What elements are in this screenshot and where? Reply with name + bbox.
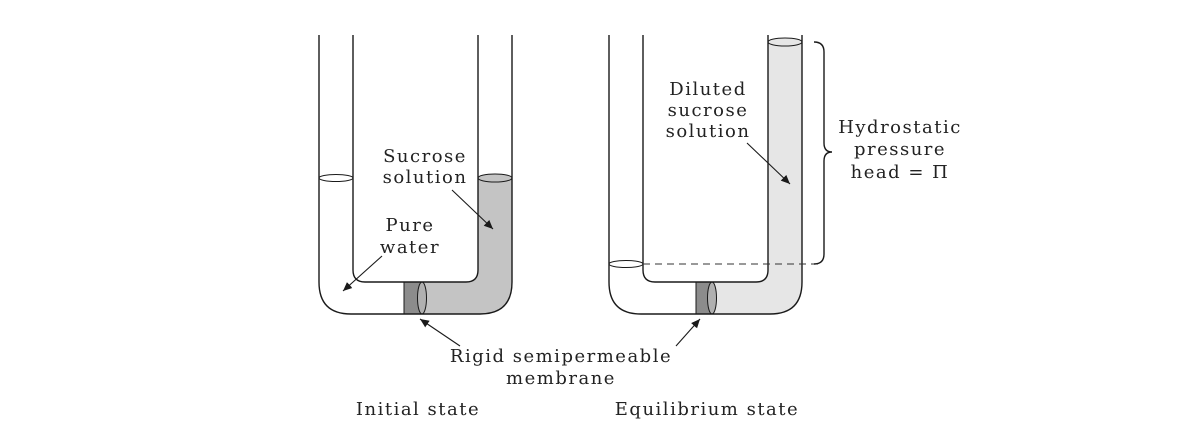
pure-water-label-line1: Pure — [386, 215, 435, 236]
u-tube-outer-wall-equilibrium — [608, 35, 803, 315]
hydrostatic-label-line2: pressure — [854, 139, 946, 160]
hydrostatic-label-line1: Hydrostatic — [838, 117, 962, 138]
sucrose-solution-fill — [412, 178, 512, 314]
equilibrium-state-apparatus — [608, 35, 833, 315]
pure-water-surface — [318, 174, 354, 182]
hydrostatic-label-line3: head = Π — [851, 162, 950, 183]
sucrose-solution-label-line2: solution — [383, 167, 468, 188]
diluted-solution-surface — [767, 37, 803, 47]
pure-water-label-line2: water — [380, 237, 440, 258]
water-surface-equilibrium — [608, 260, 644, 268]
u-tube-inner-wall-equilibrium — [642, 35, 769, 283]
membrane-face-equilibrium — [707, 281, 717, 315]
membrane-face-initial — [417, 281, 427, 315]
diluted-solution-label-line3: solution — [666, 121, 751, 142]
membrane-label-line1: Rigid semipermeable — [450, 346, 672, 367]
diluted-solution-label-line2: sucrose — [668, 100, 749, 121]
hydrostatic-head-brace — [813, 41, 833, 265]
u-tube-outer-wall-initial — [318, 35, 513, 315]
arrow-membrane-initial — [419, 318, 461, 347]
equilibrium-state-caption: Equilibrium state — [615, 399, 799, 420]
labels: Sucrose solution Pure water Diluted sucr… — [356, 79, 962, 420]
u-tube-inner-wall-initial — [352, 35, 479, 283]
arrow-membrane-equilibrium — [675, 318, 701, 347]
sucrose-solution-surface — [477, 173, 513, 183]
initial-state-apparatus — [318, 35, 513, 315]
sucrose-solution-label-line1: Sucrose — [383, 146, 467, 167]
diluted-solution-fill — [704, 42, 802, 314]
arrow-sucrose-solution — [451, 189, 494, 230]
arrow-diluted-solution — [746, 142, 791, 185]
initial-state-caption: Initial state — [356, 399, 480, 420]
membrane-label-line2: membrane — [506, 368, 616, 389]
leader-arrows — [342, 142, 791, 347]
diluted-solution-label-line1: Diluted — [669, 79, 746, 100]
arrow-pure-water — [342, 255, 383, 292]
